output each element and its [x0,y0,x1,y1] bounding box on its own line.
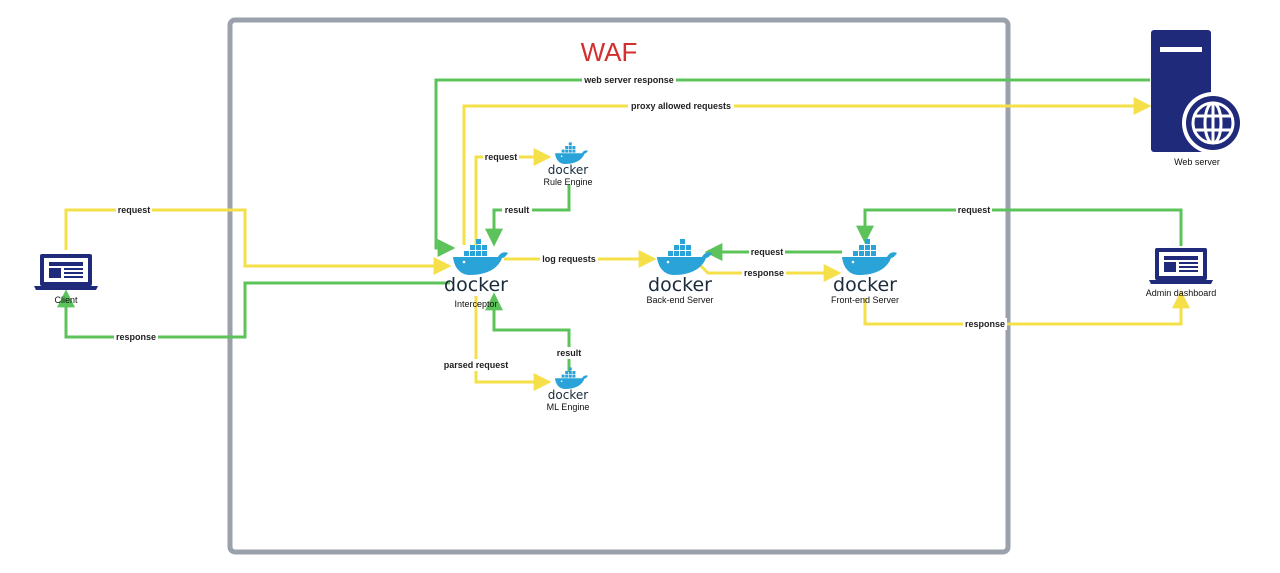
edge-web-server-response [434,78,1150,257]
waf-boundary [227,17,1011,555]
frontend-caption: Front-end Server [831,295,899,305]
client-caption: Client [54,295,78,305]
label-admin-request: request [958,205,991,215]
docker-logo-text: docker [444,274,508,296]
label-ml-result: result [557,348,582,358]
edge-ml-parsed-request [474,296,552,391]
rule-engine-node[interactable]: docker Rule Engine [543,142,593,187]
edge-proxy-allowed-requests [462,97,1152,245]
label-proxy-allowed-requests: proxy allowed requests [631,101,731,111]
docker-whale-icon [555,367,588,389]
edge-admin-request [856,208,1183,246]
label-rule-result: result [505,205,530,215]
edge-client-request [64,208,452,275]
label-client-response: response [116,332,156,342]
admin-caption: Admin dashboard [1146,288,1217,298]
server-globe-icon [1151,30,1244,154]
interceptor-node[interactable]: docker Interceptor [444,239,508,309]
waf-title: WAF [581,37,638,67]
label-backend-response: response [744,268,784,278]
interceptor-caption: Interceptor [454,299,497,309]
label-admin-response: response [965,319,1005,329]
label-rule-request: request [485,152,518,162]
rule-engine-caption: Rule Engine [543,177,592,187]
edge-admin-response [863,290,1190,326]
edge-backend-response [698,263,842,282]
docker-whale-icon [555,142,588,164]
ml-engine-node[interactable]: docker ML Engine [547,367,590,412]
docker-logo-text: docker [548,163,588,177]
docker-whale-icon [453,239,508,275]
docker-logo-text: docker [548,388,588,402]
docker-logo-text: docker [648,274,712,296]
edge-client-response [57,281,450,339]
label-ml-parsed-request: parsed request [444,360,509,370]
laptop-icon [1149,248,1213,284]
webserver-caption: Web server [1174,157,1220,167]
frontend-server-node[interactable]: docker Front-end Server [831,239,899,305]
ml-engine-caption: ML Engine [547,402,590,412]
web-server-node[interactable]: Web server [1151,30,1244,167]
backend-caption: Back-end Server [646,295,713,305]
admin-dashboard-node[interactable]: Admin dashboard [1146,248,1217,298]
label-backend-request: request [751,247,784,257]
client-node[interactable]: Client [34,254,98,305]
docker-whale-icon [842,239,897,275]
label-web-server-response: web server response [583,75,674,85]
laptop-icon [34,254,98,290]
edge-rule-request [474,148,552,245]
label-client-request: request [118,205,151,215]
edge-labels: web server response proxy allowed reques… [114,74,1007,371]
backend-server-node[interactable]: docker Back-end Server [646,239,714,305]
docker-logo-text: docker [833,274,897,296]
label-log-requests: log requests [542,254,596,264]
